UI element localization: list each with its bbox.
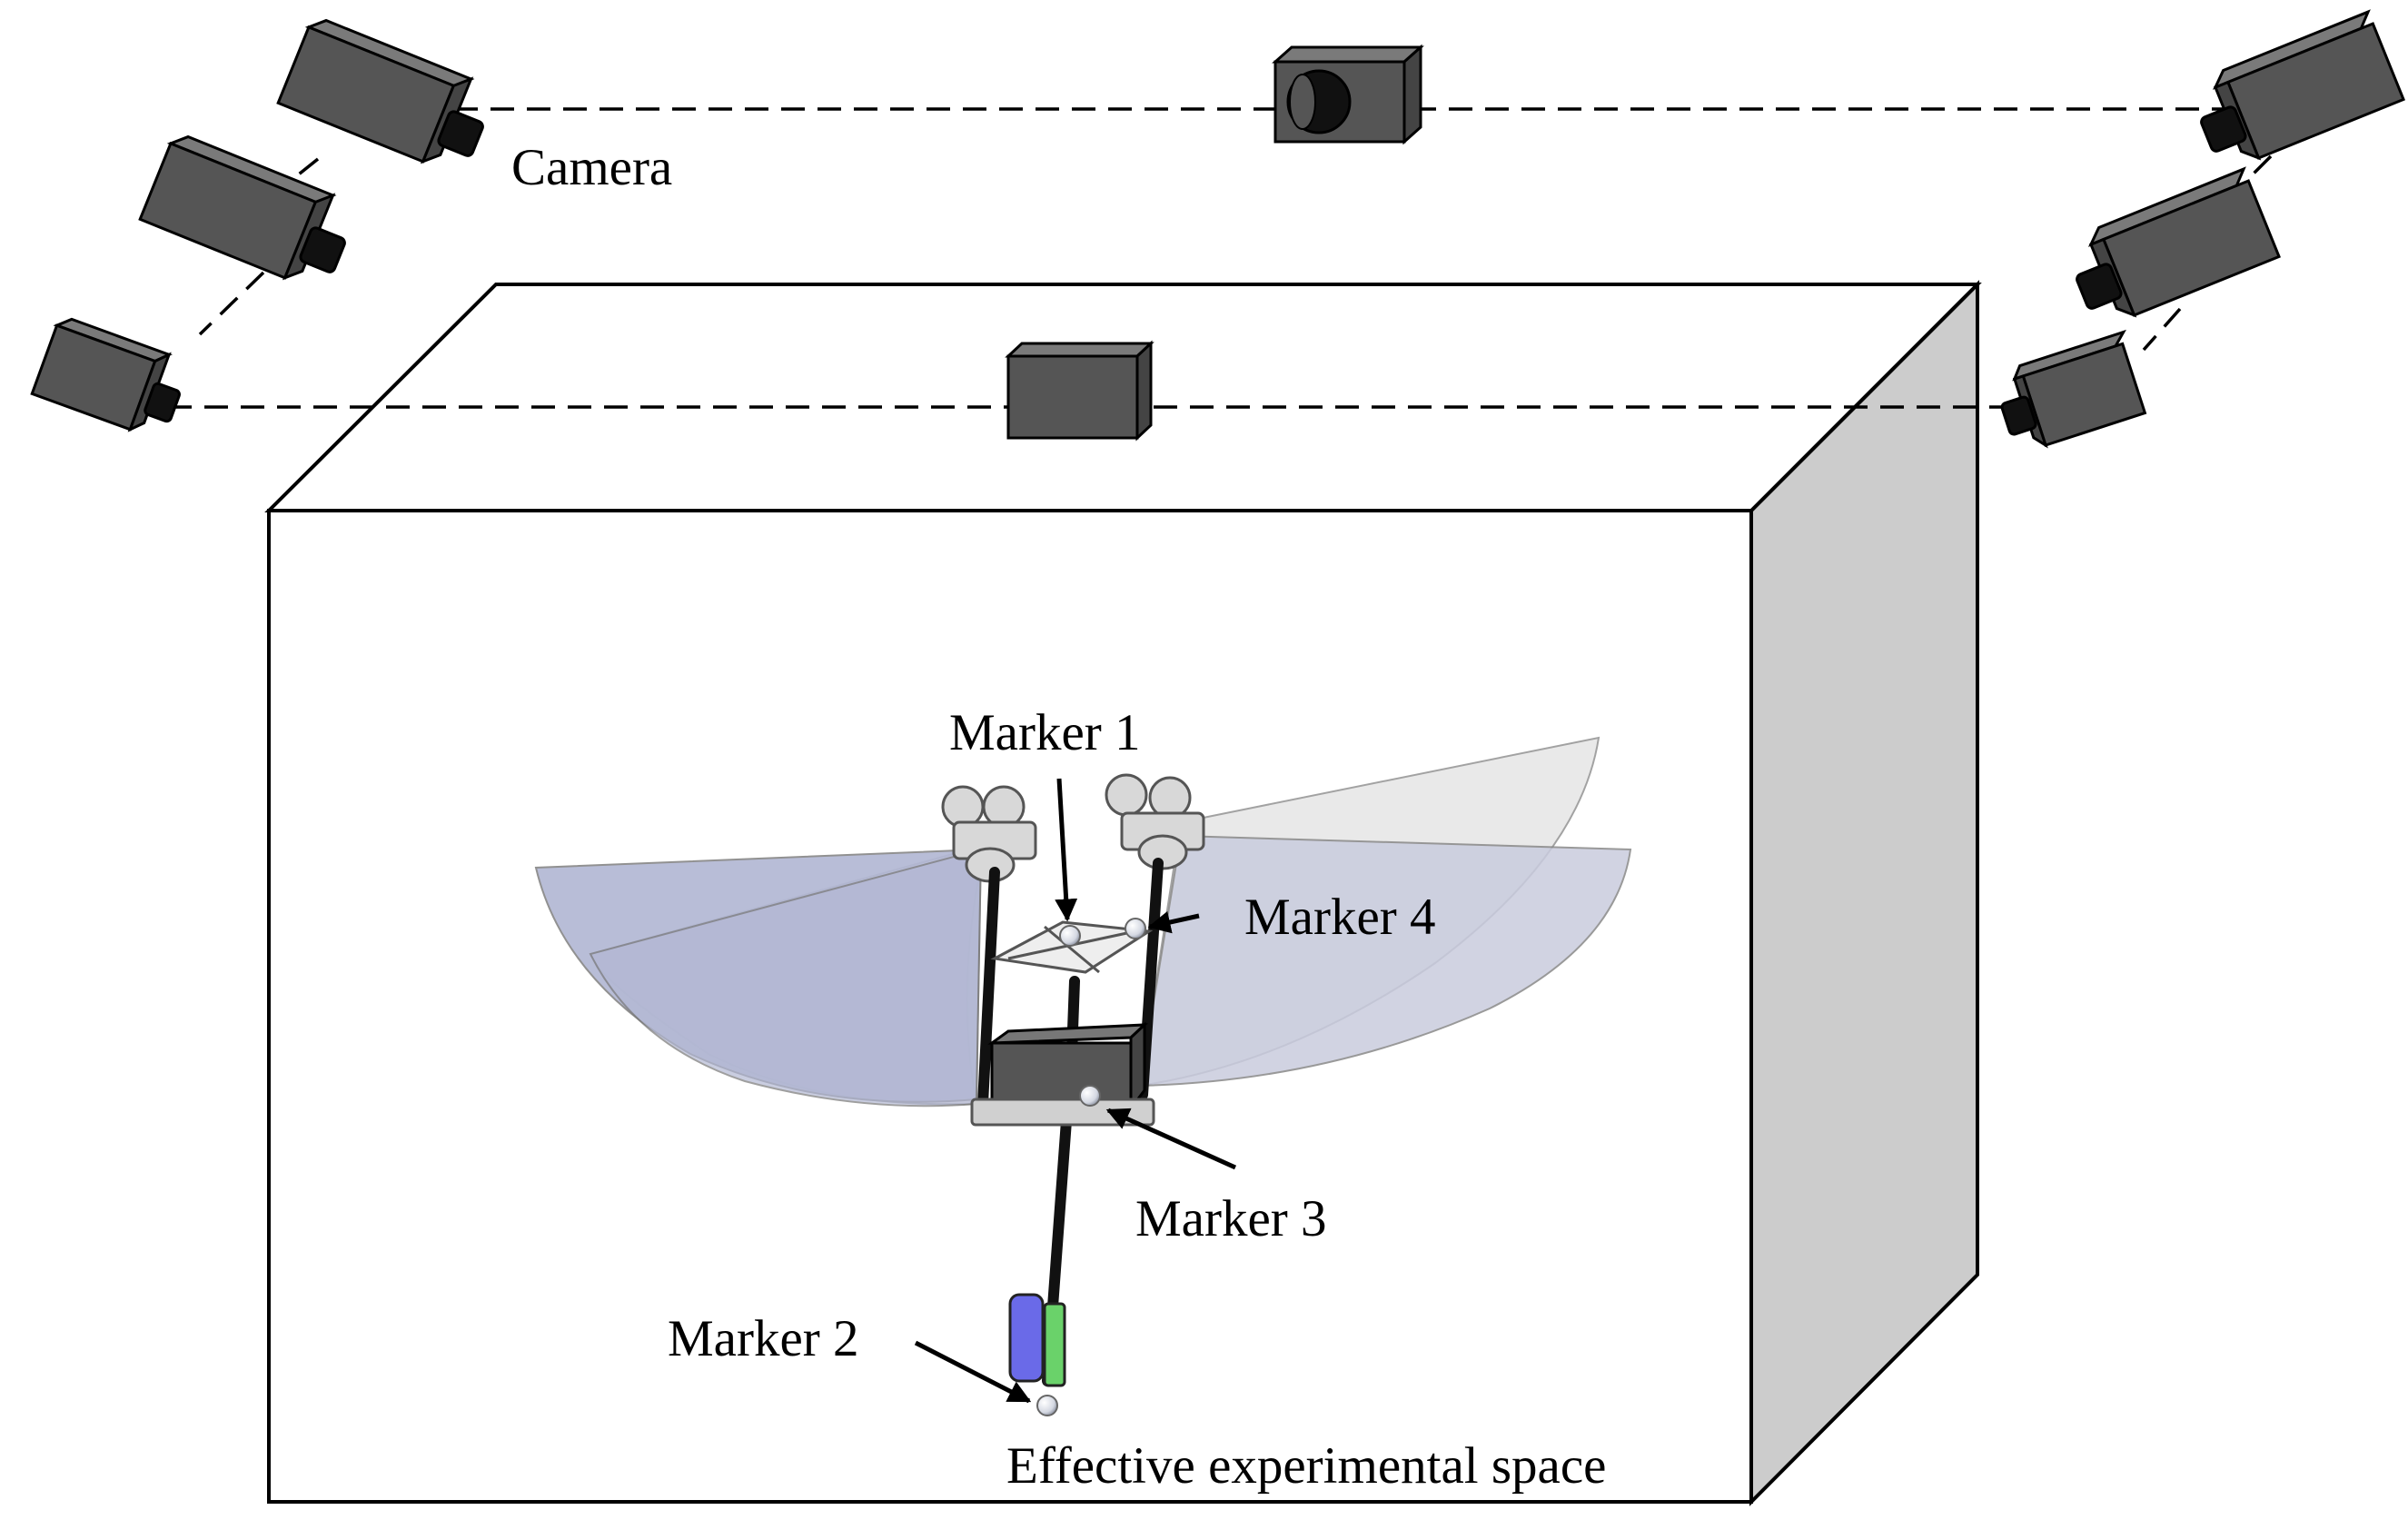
marker-sphere-icon	[1036, 1395, 1058, 1416]
marker-arrows	[914, 778, 1237, 1404]
marker-1-arrow	[1055, 778, 1078, 922]
marker-2-label: Marker 2	[668, 1310, 859, 1367]
marker-3-arrow	[1105, 1108, 1237, 1170]
camera-icon	[1005, 340, 1154, 442]
camera-icon	[2000, 329, 2147, 449]
marker-sphere-icon	[1059, 925, 1081, 947]
right-wing-lower	[1138, 834, 1632, 1088]
flapping-wing-robot-icon	[534, 736, 1632, 1416]
camera-label: Camera	[511, 139, 672, 196]
right-gear-assembly	[1105, 773, 1205, 870]
camera-rails	[168, 107, 2273, 409]
marker-2-arrow	[914, 1340, 1032, 1404]
experimental-space-label: Effective experimental space	[1006, 1437, 1606, 1495]
experimental-space-box	[264, 280, 1982, 1506]
marker-3-label: Marker 3	[1135, 1190, 1327, 1247]
camera-icon	[1272, 44, 1424, 145]
marker-sphere-icon	[1125, 918, 1146, 939]
battery	[1008, 1293, 1066, 1387]
camera-icon	[2076, 166, 2281, 318]
marker-4-label: Marker 4	[1244, 889, 1436, 946]
camera-icon	[276, 18, 484, 164]
marker-sphere-icon	[1079, 1085, 1101, 1107]
robot-body	[970, 1021, 1155, 1127]
left-wing-front	[589, 848, 983, 1108]
left-gear-assembly	[941, 785, 1037, 883]
marker-1-label: Marker 1	[949, 704, 1141, 761]
camera-icon	[30, 317, 181, 432]
marker-4-arrow	[1147, 910, 1200, 934]
camera-icon	[138, 134, 346, 281]
camera-icon	[2200, 9, 2405, 161]
